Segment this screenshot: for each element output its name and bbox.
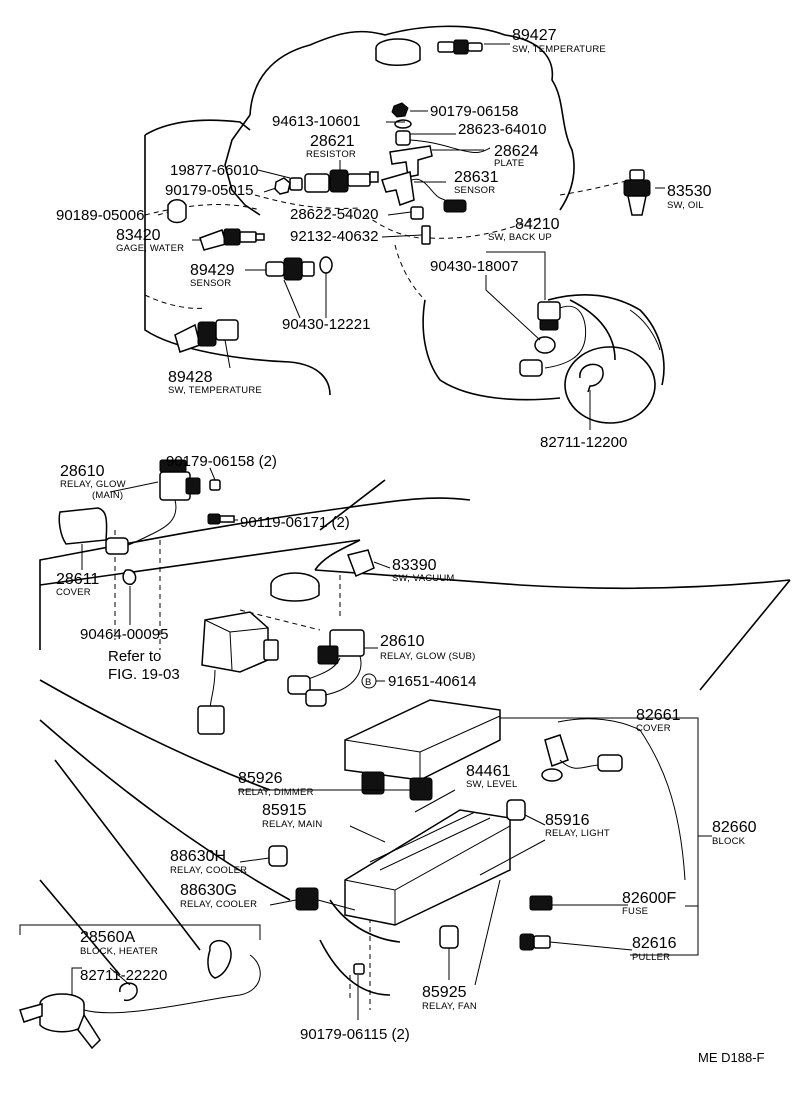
diagram-code: ME D188-F bbox=[698, 1050, 765, 1065]
part-number-82600F: 82600F bbox=[622, 890, 676, 907]
part-number-90189-05006: 90189-05006 bbox=[56, 207, 144, 224]
part-number-84461: 84461 bbox=[466, 763, 511, 780]
part-number-88630H: 88630H bbox=[170, 848, 226, 865]
part-number-82711-12200: 82711-12200 bbox=[540, 434, 627, 451]
part-number-90464-00095: 90464-00095 bbox=[80, 626, 168, 643]
part-number-28631: 28631 bbox=[454, 169, 499, 186]
part-number-85926: 85926 bbox=[238, 770, 283, 787]
part-number-90179-05015: 90179-05015 bbox=[165, 182, 253, 199]
part-number-28560A: 28560A bbox=[80, 929, 135, 946]
part-desc-88630G: RELAY, COOLER bbox=[180, 899, 257, 910]
part-desc-82616: PULLER bbox=[632, 952, 670, 963]
part-desc-28624: PLATE bbox=[494, 158, 524, 169]
part-desc-89429: SENSOR bbox=[190, 278, 231, 289]
part-number-85916: 85916 bbox=[545, 812, 590, 829]
engine-sensors bbox=[167, 39, 651, 393]
leader-lines bbox=[19, 43, 712, 1020]
resistor-icon bbox=[289, 169, 379, 193]
part-desc-89428: SW, TEMPERATURE bbox=[168, 385, 262, 396]
part-number-83420: 83420 bbox=[116, 227, 161, 244]
part-desc-28611: COVER bbox=[56, 587, 91, 598]
part-desc2-28610-main: (MAIN) bbox=[92, 490, 123, 501]
water-gage-icon bbox=[199, 228, 265, 251]
part-desc-85916: RELAY, LIGHT bbox=[545, 828, 610, 839]
part-desc-82600F: FUSE bbox=[622, 906, 648, 917]
backup-switch-icon bbox=[519, 301, 587, 377]
part-number-83390: 83390 bbox=[392, 557, 437, 574]
part-number-83530: 83530 bbox=[667, 183, 712, 200]
glow-relay-main-cluster bbox=[58, 459, 235, 585]
part-desc-28610-sub: RELAY, GLOW (SUB) bbox=[380, 651, 475, 662]
part-desc-28610-main: RELAY, GLOW bbox=[60, 479, 126, 490]
part-number-88630G: 88630G bbox=[180, 882, 237, 899]
temperature-switch-89427-icon bbox=[437, 39, 483, 55]
relay-block bbox=[268, 699, 623, 975]
part-number-90179-06158: 90179-06158 bbox=[430, 103, 518, 120]
part-number-28610-sub: 28610 bbox=[380, 633, 425, 650]
nut-icon bbox=[391, 102, 409, 118]
part-desc-89427: SW, TEMPERATURE bbox=[512, 44, 606, 55]
part-desc-85925: RELAY, FAN bbox=[422, 1001, 477, 1012]
part-number-28611: 28611 bbox=[56, 571, 99, 588]
part-number-28610-main: 28610 bbox=[60, 463, 105, 480]
part-number-85915: 85915 bbox=[262, 802, 307, 819]
part-number-89428: 89428 bbox=[168, 369, 213, 386]
part-number-89427: 89427 bbox=[512, 27, 557, 44]
part-number-91651-40614: 91651-40614 bbox=[388, 673, 476, 690]
sensor-28631-icon bbox=[381, 171, 467, 213]
oil-switch-icon bbox=[623, 169, 651, 216]
heater-block bbox=[19, 939, 261, 1050]
part-number-94613-10601: 94613-10601 bbox=[272, 113, 360, 130]
part-number-84210: 84210 bbox=[515, 216, 560, 233]
part-desc-88630H: RELAY, COOLER bbox=[170, 865, 247, 876]
part-desc-28621: RESISTOR bbox=[306, 149, 356, 160]
part-number-90179-06115: 90179-06115 (2) bbox=[300, 1026, 410, 1043]
part-number-82711-22220: 82711-22220 bbox=[80, 967, 167, 984]
part-desc-28631: SENSOR bbox=[454, 185, 495, 196]
part-number-92132-40632: 92132-40632 bbox=[290, 228, 378, 245]
part-number-90430-18007: 90430-18007 bbox=[430, 258, 518, 275]
part-desc-82661: COVER bbox=[636, 723, 671, 734]
callouts: 89427 SW, TEMPERATURE 90179-06158 94613-… bbox=[56, 27, 765, 1065]
body-outline bbox=[39, 479, 791, 1010]
part-desc-83530: SW, OIL bbox=[667, 200, 704, 211]
part-number-28624: 28624 bbox=[494, 143, 539, 160]
part-number-89429: 89429 bbox=[190, 262, 235, 279]
part-number-28621: 28621 bbox=[310, 133, 355, 150]
part-desc-28560A: BLOCK, HEATER bbox=[80, 946, 158, 957]
part-desc-82660: BLOCK bbox=[712, 836, 746, 847]
part-number-82616: 82616 bbox=[632, 935, 677, 952]
marker-b-icon: B bbox=[361, 673, 377, 689]
part-number-85925: 85925 bbox=[422, 984, 467, 1001]
referenced-unit bbox=[197, 611, 279, 735]
part-desc-84210: SW, BACK UP bbox=[488, 232, 552, 243]
part-number-28623-64010: 28623-64010 bbox=[458, 121, 546, 138]
marker-b-label: B bbox=[365, 677, 372, 688]
part-number-82660: 82660 bbox=[712, 819, 757, 836]
part-desc-85926: RELAY, DIMMER bbox=[238, 787, 314, 798]
part-desc-85915: RELAY, MAIN bbox=[262, 819, 322, 830]
part-number-28622-54020: 28622-54020 bbox=[290, 206, 378, 223]
part-desc-83390: SW, VACUUM bbox=[392, 573, 455, 584]
part-number-90119-06171: 90119-06171 (2) bbox=[240, 514, 350, 531]
reference-line-2: FIG. 19-03 bbox=[108, 666, 180, 683]
sensor-89429-icon bbox=[265, 257, 315, 281]
part-number-90179-06158-2: 90179-06158 (2) bbox=[166, 453, 277, 470]
part-number-82661: 82661 bbox=[636, 707, 681, 724]
temperature-switch-89428-icon bbox=[174, 319, 239, 353]
part-desc-83420: GAGE, WATER bbox=[116, 243, 184, 254]
part-number-90430-12221: 90430-12221 bbox=[282, 316, 370, 333]
engine-outline bbox=[144, 25, 665, 424]
part-number-19877-66010: 19877-66010 bbox=[170, 162, 258, 179]
reference-line-1: Refer to bbox=[108, 648, 161, 665]
part-desc-84461: SW, LEVEL bbox=[466, 779, 517, 790]
glow-relay-sub-cluster bbox=[287, 549, 375, 707]
